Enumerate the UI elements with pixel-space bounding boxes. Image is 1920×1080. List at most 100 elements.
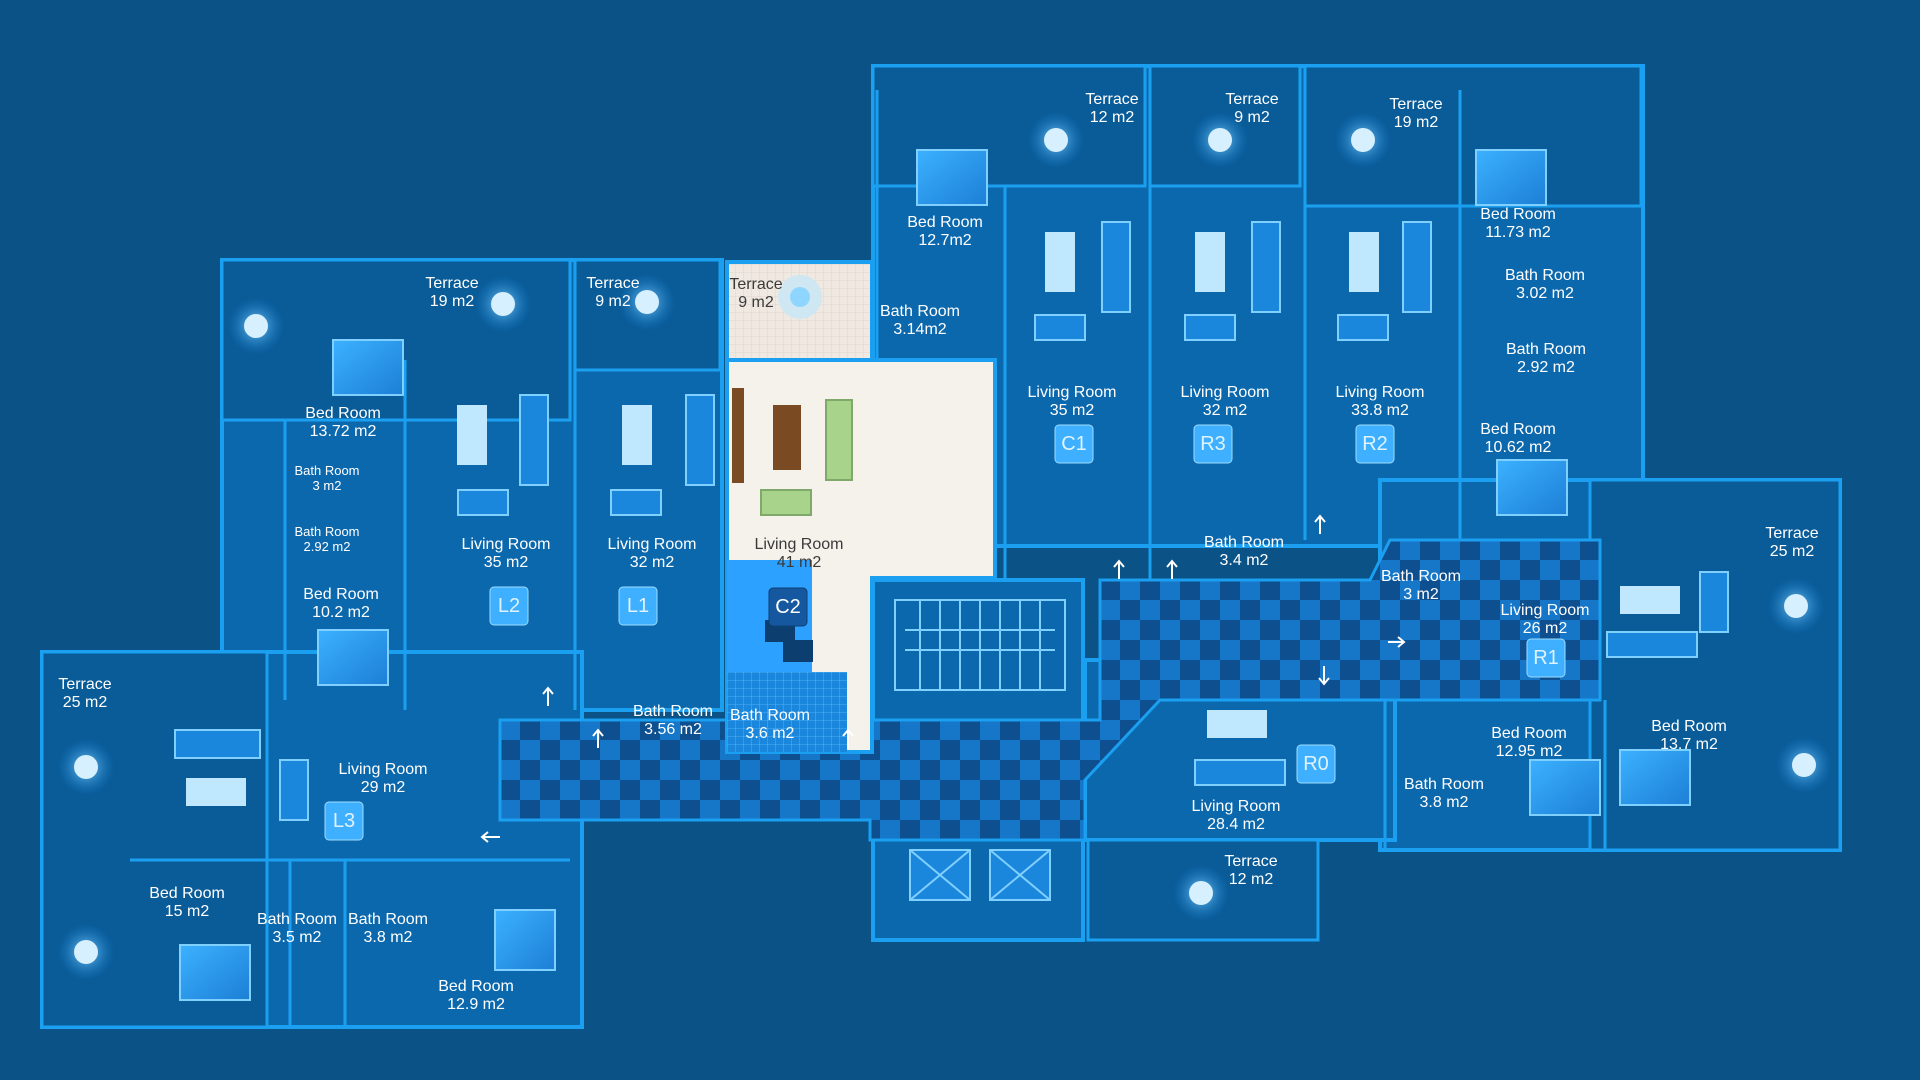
- unit-badge-l2[interactable]: L2: [489, 586, 529, 626]
- interior-walls: [130, 90, 1607, 1025]
- svg-text:R3: R3: [1200, 433, 1226, 455]
- label-r2-living-area: 33.8 m2: [1351, 402, 1409, 419]
- label-l1-terrace-area: 9 m2: [595, 293, 631, 310]
- arrow-up-icon: [592, 728, 604, 748]
- label-l3-terrace-area: 25 m2: [63, 694, 108, 711]
- label-c1-terrace-name: Terrace: [1085, 91, 1138, 108]
- arrow-up-icon: [542, 686, 554, 706]
- unit-badge-r1[interactable]: R1: [1526, 638, 1566, 678]
- label-l3-living-name: Living Room: [339, 761, 428, 778]
- label-r2-terrace-area: 19 m2: [1394, 114, 1439, 131]
- label-r1-bath2-area: 3.8 m2: [1420, 794, 1469, 811]
- label-r0-living-name: Living Room: [1192, 798, 1281, 815]
- label-c2-terrace-area: 9 m2: [738, 294, 774, 311]
- svg-text:R2: R2: [1362, 433, 1388, 455]
- unit-badge-r0[interactable]: R0: [1296, 744, 1336, 784]
- label-r1-bed1-area: 12.95 m2: [1496, 743, 1563, 760]
- label-r3-terrace-area: 9 m2: [1234, 109, 1270, 126]
- label-l3-bath2-name: Bath Room: [348, 911, 428, 928]
- unit-badge-r3[interactable]: R3: [1193, 424, 1233, 464]
- unit-badge-c1[interactable]: C1: [1054, 424, 1094, 464]
- beds: [179, 149, 1691, 1001]
- entry-arrows: [480, 514, 1406, 843]
- label-l3-bed2-name: Bed Room: [438, 978, 514, 995]
- label-c1-bath-area: 3.14m2: [893, 321, 946, 338]
- svg-text:R1: R1: [1533, 647, 1559, 669]
- label-r1-bath-area: 3 m2: [1403, 586, 1439, 603]
- label-c2-terrace-name: Terrace: [729, 276, 782, 293]
- label-c1-terrace-area: 12 m2: [1090, 109, 1135, 126]
- label-r2-living-name: Living Room: [1336, 384, 1425, 401]
- label-r1-terrace-area: 25 m2: [1770, 543, 1815, 560]
- unit-badges: L2 L1 C2 C1 R3 R2 R1 R0 L3: [324, 424, 1566, 841]
- sofas: [174, 221, 1729, 821]
- label-c2-bath-name: Bath Room: [730, 707, 810, 724]
- unit-badge-l1[interactable]: L1: [618, 586, 658, 626]
- label-r2-bath1-area: 3.02 m2: [1516, 285, 1574, 302]
- label-l2-bath1-area: 3 m2: [313, 478, 342, 493]
- label-r1-bed1-name: Bed Room: [1491, 725, 1567, 742]
- label-l3-terrace-name: Terrace: [58, 676, 111, 693]
- label-c1-living-area: 35 m2: [1050, 402, 1095, 419]
- elevators: [909, 849, 1051, 901]
- label-r1-bath-name: Bath Room: [1381, 568, 1461, 585]
- stairwell: [894, 599, 1066, 691]
- label-c1-bed-area: 12.7m2: [918, 232, 971, 249]
- label-l2-bed2-area: 10.2 m2: [312, 604, 370, 621]
- label-r1-living-area: 26 m2: [1523, 620, 1568, 637]
- unit-badge-r2[interactable]: R2: [1355, 424, 1395, 464]
- terrace-tables: [58, 112, 1832, 980]
- label-c1-living-name: Living Room: [1028, 384, 1117, 401]
- label-r2-bed1-name: Bed Room: [1480, 206, 1556, 223]
- label-l2-bath2-area: 2.92 m2: [304, 539, 351, 554]
- svg-text:L3: L3: [333, 810, 355, 832]
- label-c2-bath-area: 3.6 m2: [746, 725, 795, 742]
- label-l3-bed2-area: 12.9 m2: [447, 996, 505, 1013]
- label-r3-living-area: 32 m2: [1203, 402, 1248, 419]
- arrow-up-icon: [842, 728, 854, 748]
- unit-badge-l3[interactable]: L3: [324, 801, 364, 841]
- arrow-up-icon: [1113, 559, 1125, 579]
- label-c2-living-name: Living Room: [755, 536, 844, 553]
- label-r2-bath1-name: Bath Room: [1505, 267, 1585, 284]
- label-r0-terrace-area: 12 m2: [1229, 871, 1274, 888]
- tables: [186, 232, 1680, 806]
- label-l3-bed1-area: 15 m2: [165, 903, 210, 920]
- corridor: [498, 538, 1602, 842]
- arrow-up-icon: [1314, 514, 1326, 534]
- room-labels: Terrace 19 m2 Bed Room 13.72 m2 Bath Roo…: [58, 91, 1818, 1013]
- svg-text:L2: L2: [498, 595, 520, 617]
- label-l1-terrace-name: Terrace: [586, 275, 639, 292]
- label-l2-living-name: Living Room: [462, 536, 551, 553]
- arrow-left-icon: [480, 831, 500, 843]
- label-r1-bath2-name: Bath Room: [1404, 776, 1484, 793]
- unit-badge-c2[interactable]: C2: [768, 587, 808, 627]
- label-l3-bath2-area: 3.8 m2: [364, 929, 413, 946]
- label-c1-bed-name: Bed Room: [907, 214, 983, 231]
- label-r1-bed2-name: Bed Room: [1651, 718, 1727, 735]
- arrow-up-icon: [1166, 559, 1178, 579]
- label-c2-living-area: 41 m2: [777, 554, 822, 571]
- label-r2-bath2-name: Bath Room: [1506, 341, 1586, 358]
- label-r2-bed2-area: 10.62 m2: [1485, 439, 1552, 456]
- arrow-right-icon: [1388, 636, 1406, 648]
- label-r3-bath-name: Bath Room: [1204, 534, 1284, 551]
- label-r3-terrace-name: Terrace: [1225, 91, 1278, 108]
- label-l3-bed1-name: Bed Room: [149, 885, 225, 902]
- label-l2-terrace-name: Terrace: [425, 275, 478, 292]
- label-l2-bed2-name: Bed Room: [303, 586, 379, 603]
- label-l3-living-area: 29 m2: [361, 779, 406, 796]
- label-l1-bath-name: Bath Room: [633, 703, 713, 720]
- label-c1-bath-name: Bath Room: [880, 303, 960, 320]
- label-r3-living-name: Living Room: [1181, 384, 1270, 401]
- label-r1-terrace-name: Terrace: [1765, 525, 1818, 542]
- arrow-down-icon: [1318, 666, 1330, 686]
- label-r2-bed1-area: 11.73 m2: [1485, 224, 1551, 241]
- svg-text:C1: C1: [1061, 433, 1087, 455]
- label-l1-living-name: Living Room: [608, 536, 697, 553]
- label-l2-bed-area: 13.72 m2: [310, 423, 377, 440]
- label-l2-bed-name: Bed Room: [305, 405, 381, 422]
- label-r3-bath-area: 3.4 m2: [1220, 552, 1269, 569]
- label-r2-bed2-name: Bed Room: [1480, 421, 1556, 438]
